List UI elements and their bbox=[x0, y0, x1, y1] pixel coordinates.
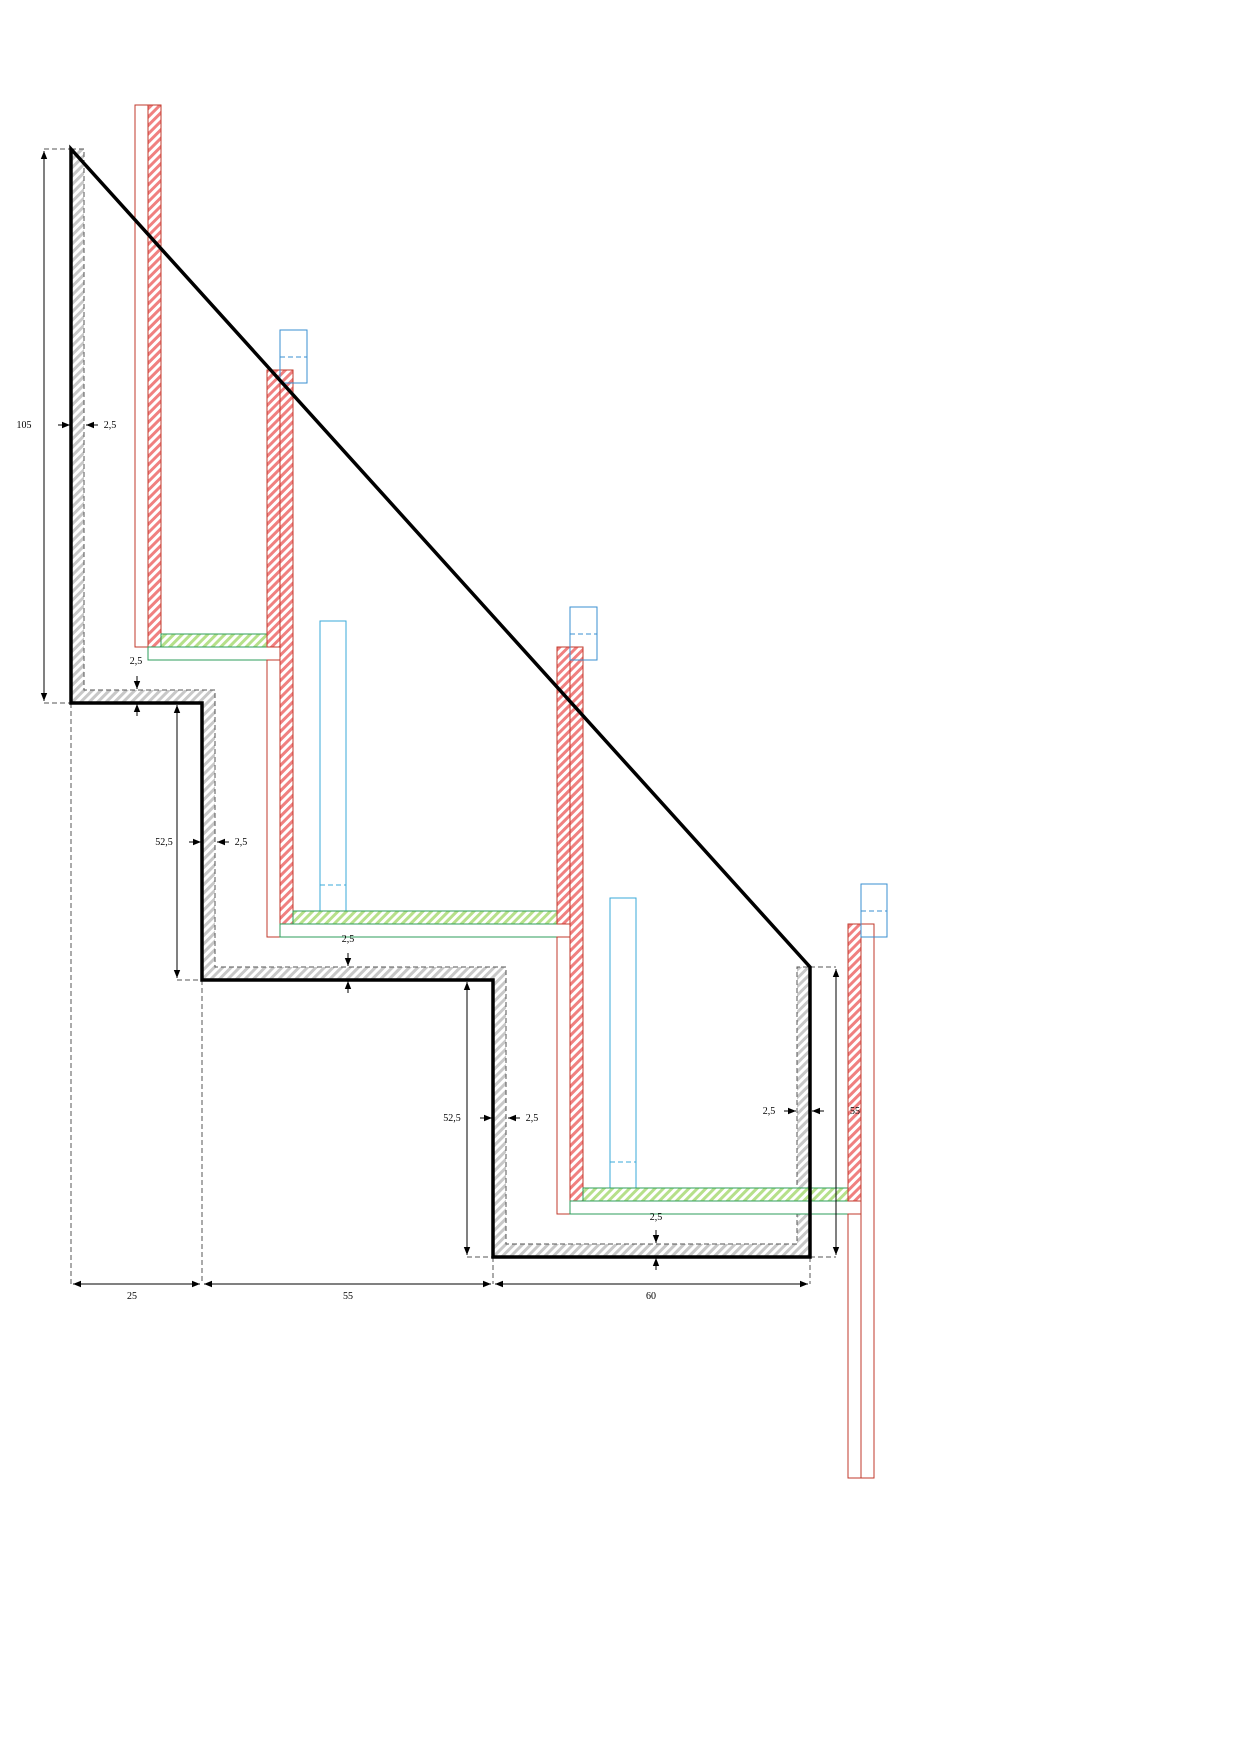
post-4 bbox=[847, 923, 875, 1479]
bracket-3 bbox=[860, 883, 888, 938]
baluster-1 bbox=[319, 620, 347, 912]
dimension-labels: 105 2,5 2,5 52,5 2,5 2,5 52,5 2,5 2,5 55… bbox=[17, 420, 861, 1302]
post-2 bbox=[266, 369, 294, 938]
dim-riser1-height: 52,5 bbox=[155, 837, 173, 848]
tread-1 bbox=[147, 633, 281, 661]
tread-3 bbox=[569, 1187, 862, 1215]
bracket-2 bbox=[569, 606, 598, 661]
dim-total-height: 105 bbox=[17, 420, 32, 431]
dim-thickness-top: 2,5 bbox=[104, 420, 117, 431]
dim-width2: 55 bbox=[343, 1291, 353, 1302]
post-1 bbox=[134, 104, 162, 648]
dim-thickness-riser1: 2,5 bbox=[235, 837, 248, 848]
dim-thickness-step2: 2,5 bbox=[342, 934, 355, 945]
tread-2 bbox=[279, 910, 571, 938]
baluster-2 bbox=[609, 897, 637, 1189]
dim-width1: 25 bbox=[127, 1291, 137, 1302]
dim-width3: 60 bbox=[646, 1291, 656, 1302]
dim-riser2-height: 52,5 bbox=[443, 1113, 461, 1124]
dim-right-height: 55 bbox=[850, 1106, 860, 1117]
dim-thickness-right: 2,5 bbox=[763, 1106, 776, 1117]
dimension-lines bbox=[40, 151, 840, 1288]
extension-lines bbox=[44, 148, 836, 1284]
dim-thickness-riser2: 2,5 bbox=[526, 1113, 539, 1124]
bracket-1 bbox=[279, 329, 308, 384]
stair-outline bbox=[69, 144, 812, 1259]
dim-thickness-landing1: 2,5 bbox=[130, 656, 143, 667]
dim-thickness-bottom: 2,5 bbox=[650, 1212, 663, 1223]
